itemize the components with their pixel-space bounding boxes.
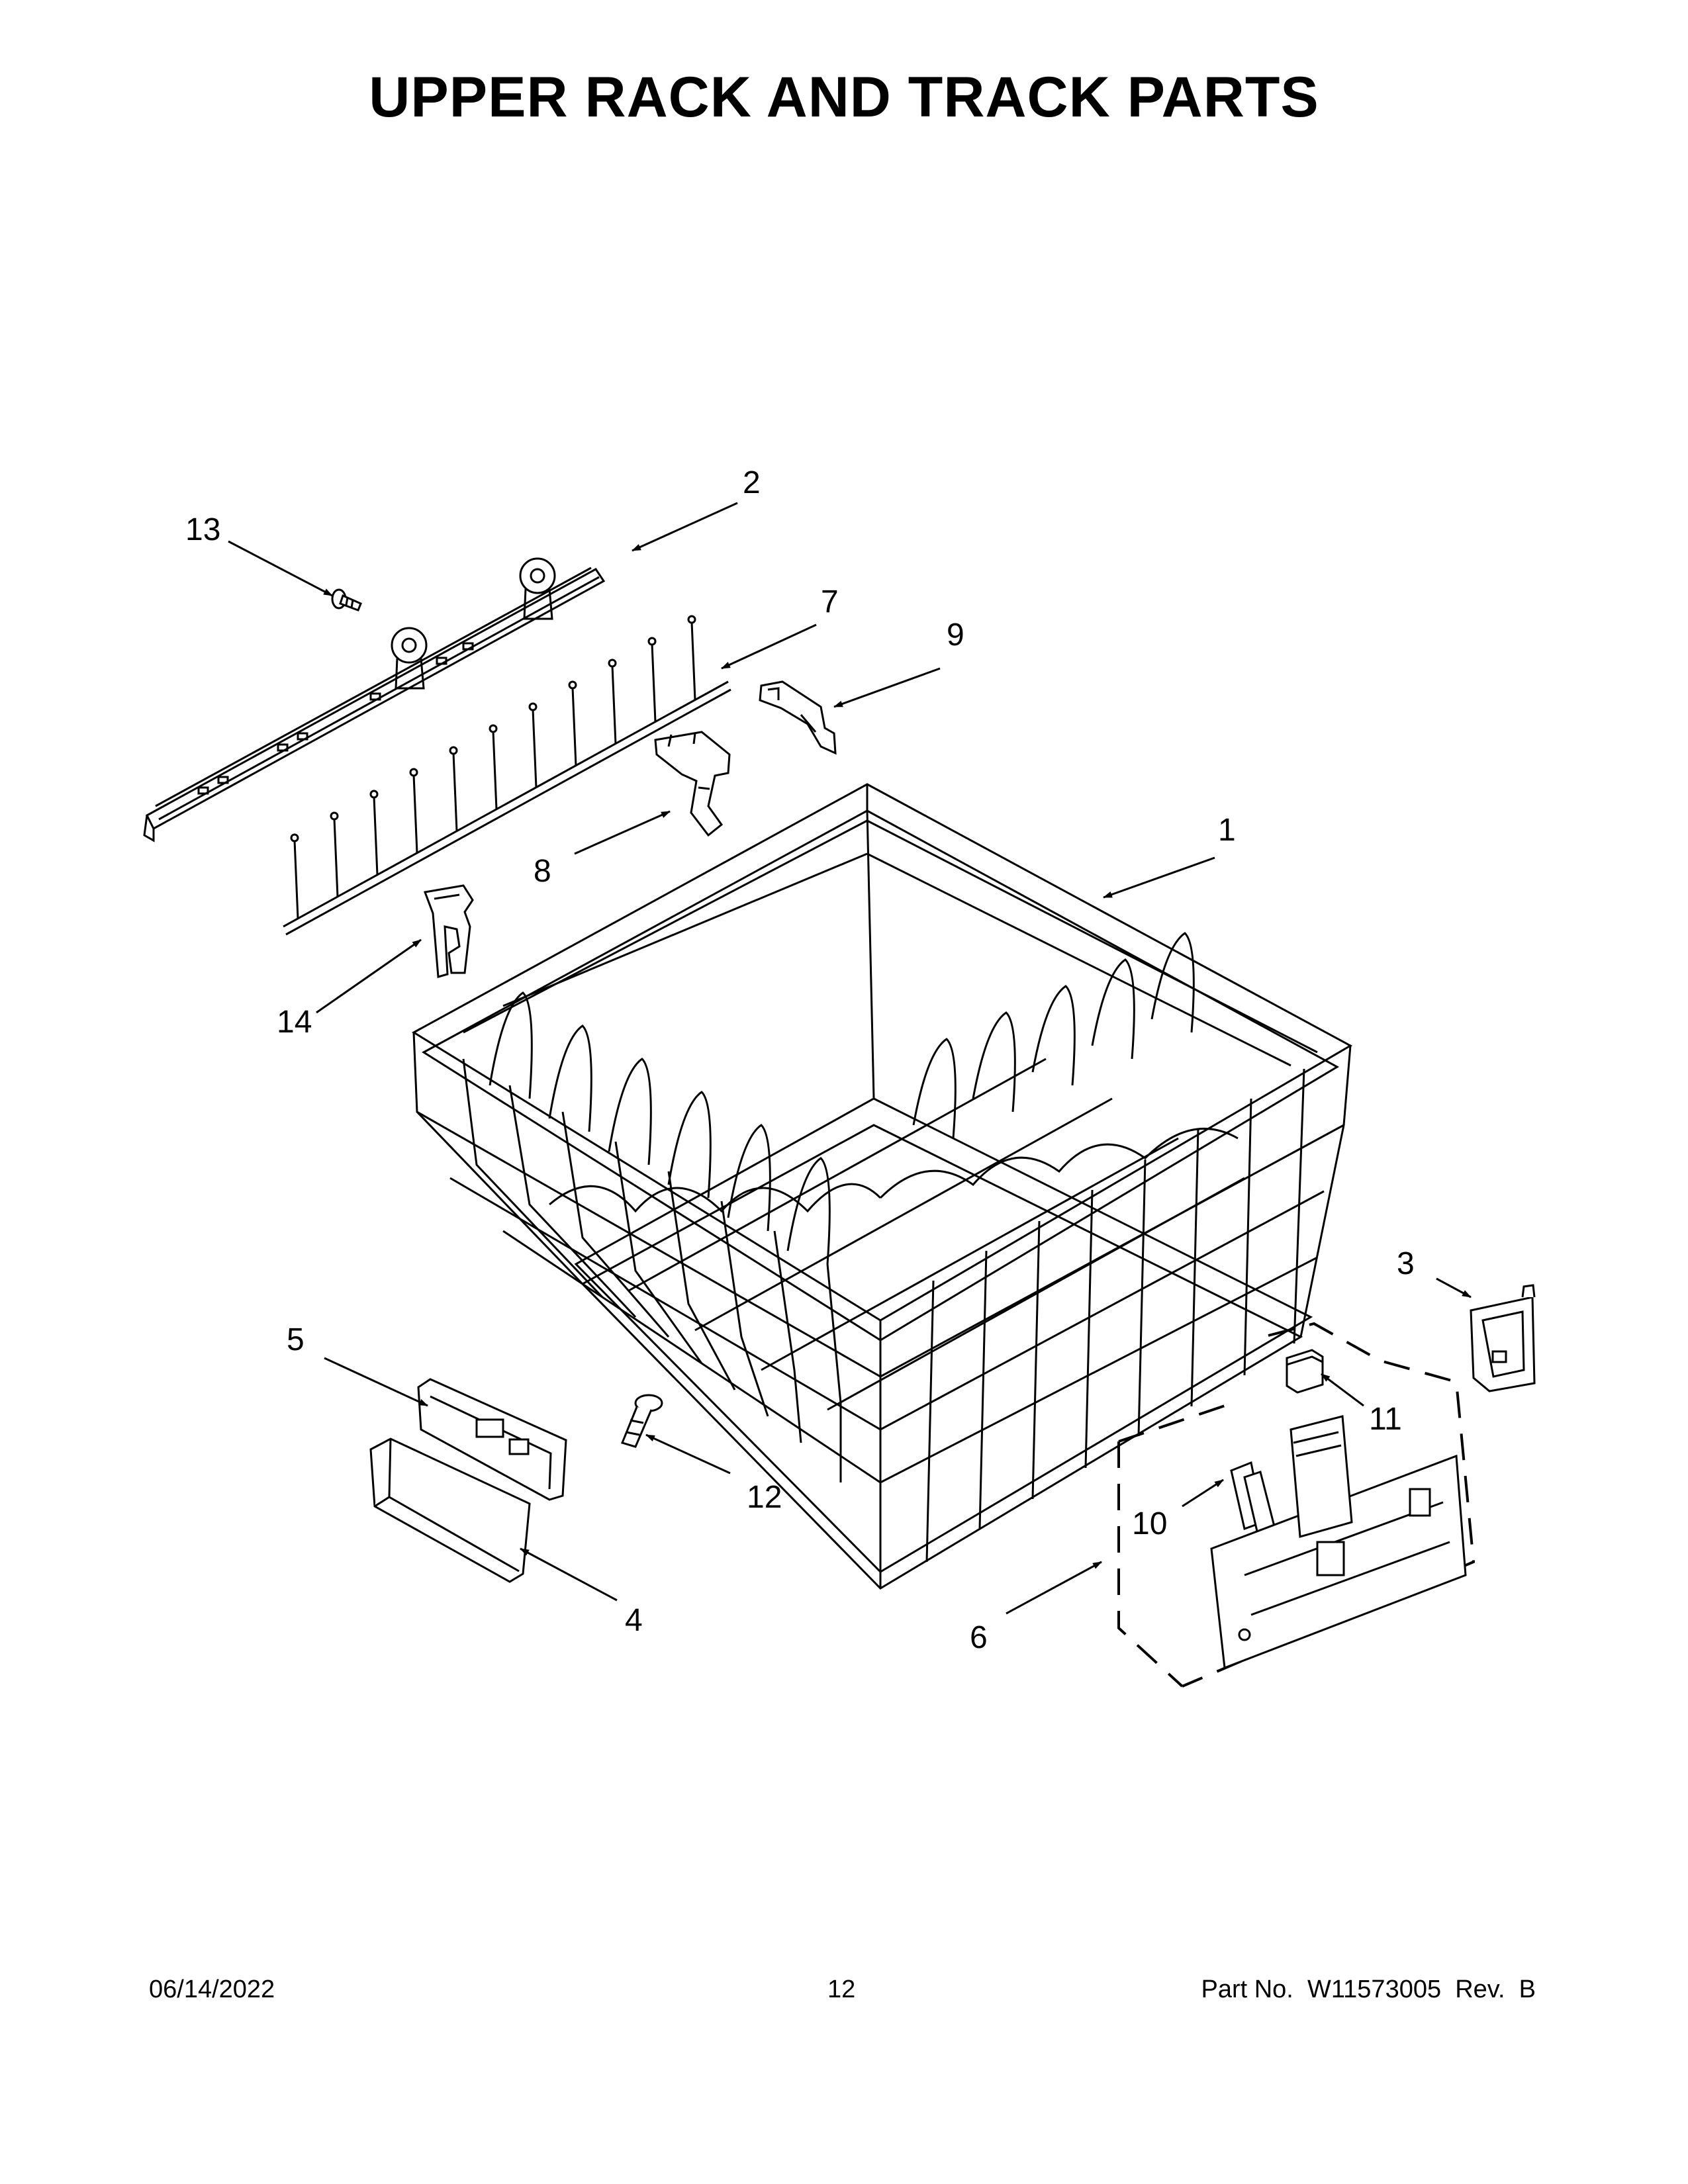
- arrow-13: [228, 540, 333, 597]
- arrow-10: [1182, 1479, 1224, 1508]
- track-rail-part: [143, 557, 606, 842]
- arrow-14: [316, 938, 422, 1014]
- arrow-4: [520, 1547, 618, 1602]
- arrow-5: [324, 1357, 428, 1407]
- arrow-1: [1103, 856, 1215, 899]
- arrow-3: [1436, 1277, 1472, 1298]
- arrow-12: [645, 1433, 731, 1475]
- screw-13-part: [331, 588, 362, 612]
- arrow-2: [632, 502, 738, 552]
- handle-4-part: [369, 1437, 531, 1583]
- callout-3: 3: [1397, 1246, 1415, 1281]
- callout-12: 12: [747, 1480, 782, 1515]
- callout-8: 8: [534, 854, 551, 889]
- latch-5-part: [417, 1378, 567, 1501]
- callout-11: 11: [1369, 1402, 1402, 1437]
- upper-rack-basket-part: [412, 783, 1353, 1590]
- footer-date: 06/14/2022: [149, 1976, 275, 2003]
- page-title: UPPER RACK AND TRACK PARTS: [369, 66, 1319, 129]
- arrow-11: [1321, 1373, 1364, 1407]
- arrow-9: [833, 667, 941, 708]
- callout-4: 4: [625, 1603, 643, 1638]
- clip-9-part: [759, 680, 837, 755]
- clip-14-part: [423, 884, 474, 978]
- leader-lines: [228, 502, 1472, 1615]
- screw-12-part: [620, 1394, 663, 1448]
- assembly-6-part: [1210, 1349, 1467, 1670]
- callouts: 1 2 3 4 5 6 7 8 9 10 11 12 13 14: [185, 465, 1415, 1655]
- tine-row-part: [283, 615, 731, 936]
- callout-10: 10: [1132, 1506, 1167, 1541]
- footer-part-number: Part No. W11573005 Rev. B: [1201, 1976, 1536, 2003]
- arrow-8: [574, 810, 671, 855]
- footer-page-number: 12: [827, 1976, 856, 2003]
- callout-7: 7: [821, 584, 839, 619]
- clip-8-part: [654, 731, 731, 837]
- arrow-7: [721, 623, 817, 670]
- bracket-3-part: [1470, 1284, 1536, 1392]
- callout-1: 1: [1218, 813, 1236, 848]
- callout-5: 5: [287, 1322, 305, 1357]
- callout-6: 6: [970, 1620, 988, 1655]
- callout-2: 2: [743, 465, 761, 500]
- callout-13: 13: [185, 512, 220, 547]
- arrow-6: [1006, 1561, 1102, 1615]
- callout-9: 9: [947, 617, 964, 653]
- callout-14: 14: [277, 1005, 312, 1040]
